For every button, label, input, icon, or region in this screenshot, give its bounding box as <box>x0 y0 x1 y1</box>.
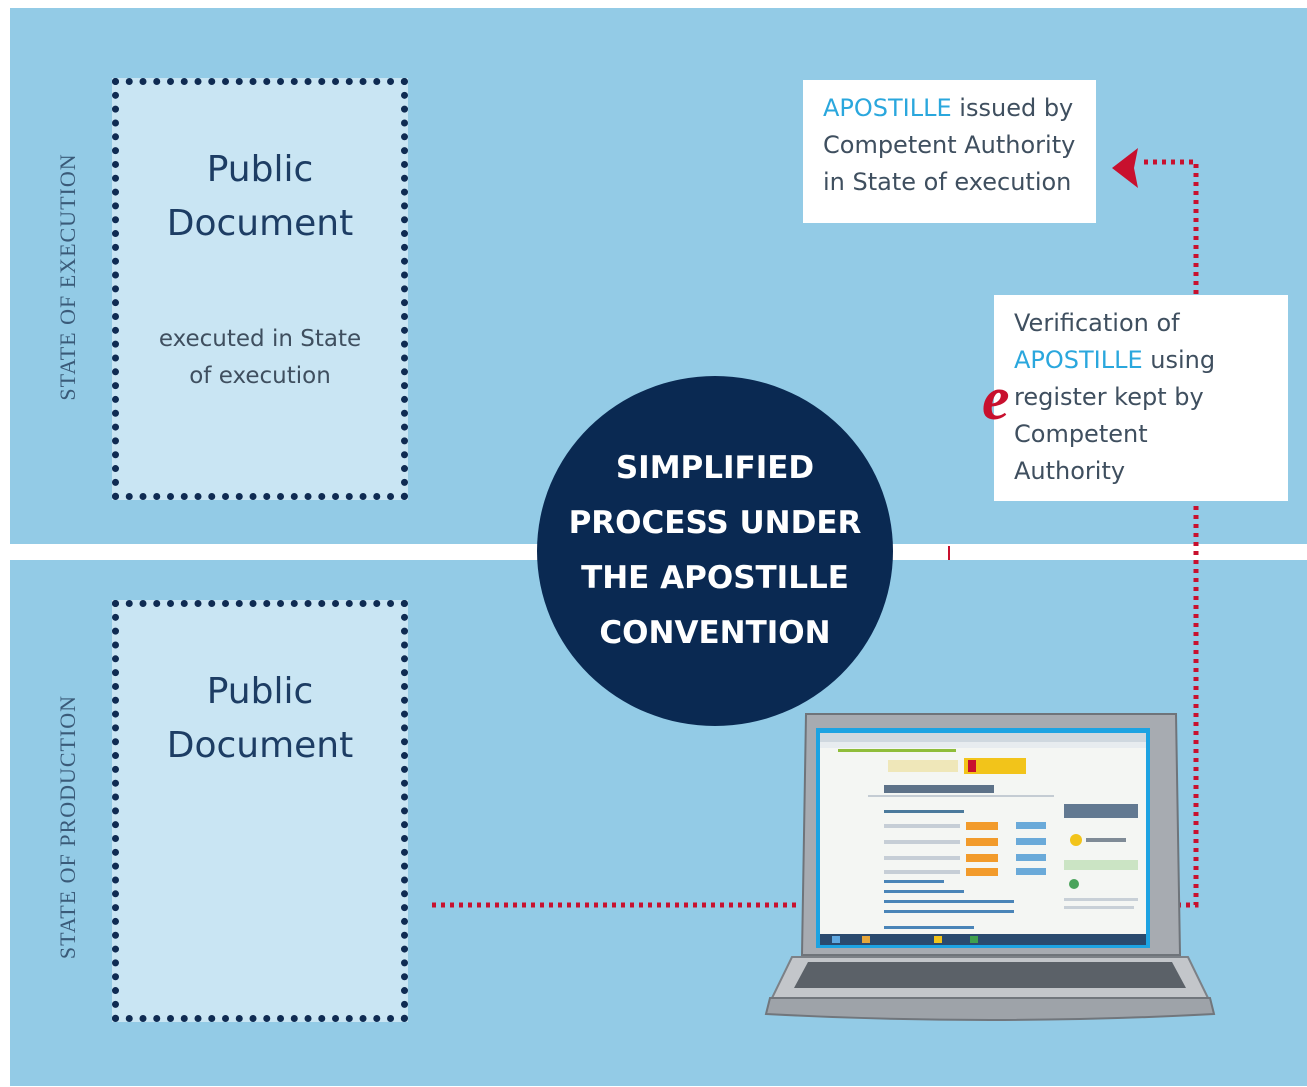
connector-laptop-to-apostille <box>1140 159 1199 908</box>
arrow-left-icon <box>1112 148 1138 188</box>
document-subtitle: executed in State of execution <box>158 326 362 389</box>
apostille-keyword: APOSTILLE <box>1014 346 1143 374</box>
central-process-circle: SIMPLIFIED PROCESS UNDER THE APOSTILLE C… <box>537 376 893 726</box>
document-title: Public Document <box>166 671 354 766</box>
public-document-production: Public Document <box>112 600 408 1022</box>
apostille-verification-callout: Verification of APOSTILLE using register… <box>994 295 1288 501</box>
e-register-logo: e <box>982 365 1010 433</box>
apostille-issued-callout: APOSTILLE issued by Competent Authority … <box>803 80 1096 223</box>
apostille-keyword: APOSTILLE <box>823 94 952 122</box>
document-title: Public Document <box>166 149 354 244</box>
public-document-execution: Public Document executed in State of exe… <box>112 78 408 500</box>
laptop-icon <box>764 713 1216 1021</box>
separator-tick <box>948 546 950 560</box>
